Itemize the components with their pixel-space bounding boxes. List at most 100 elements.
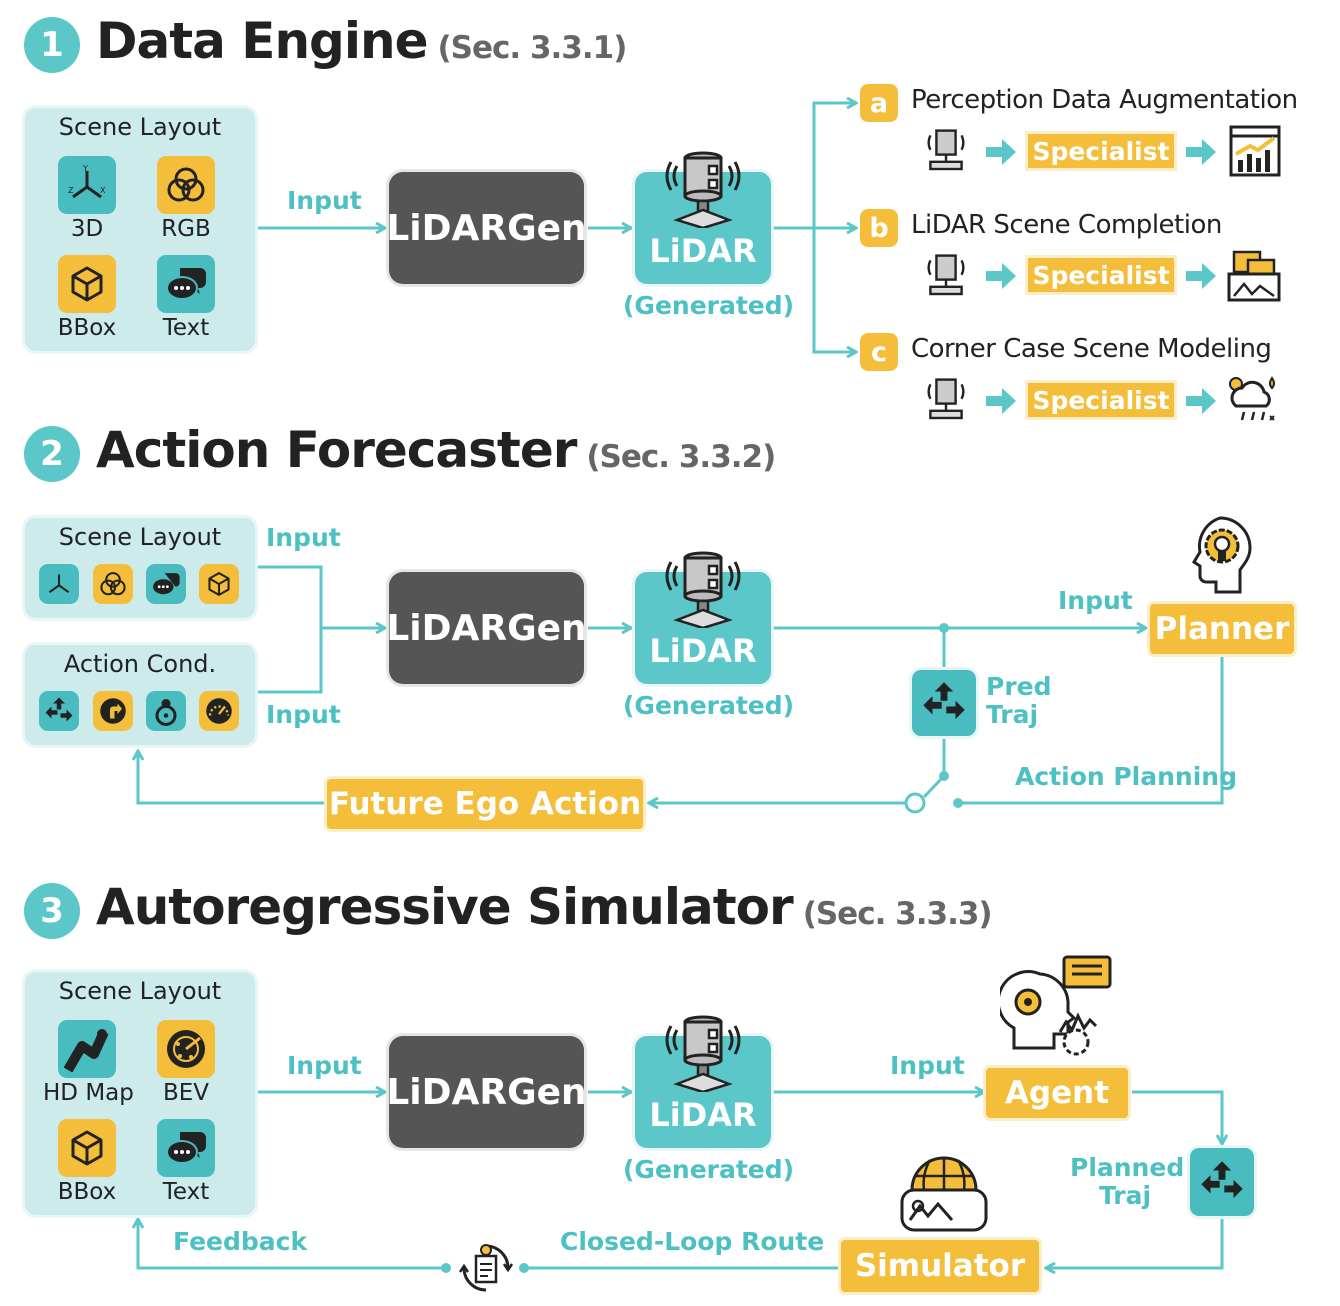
small-lidar-icon (927, 378, 965, 420)
bev-radar-icon (157, 1020, 215, 1078)
planned-traj-label: Planned Traj (1070, 1153, 1185, 1210)
chat-bubble-icon (157, 255, 215, 313)
action-planning-label: Action Planning (1015, 762, 1237, 791)
bbox-cube-icon (58, 1119, 116, 1177)
input-label-planner: Input (1058, 586, 1133, 615)
badge-c: c (860, 333, 898, 371)
tile-label-rgb: RGB (161, 216, 211, 242)
tile-label-bbox: BBox (57, 1179, 117, 1205)
lidar-label-2: LiDAR (649, 632, 757, 670)
input-label-agent: Input (890, 1051, 965, 1080)
arrow-right-icon (986, 263, 1016, 289)
section-1-title: Data Engine(Sec. 3.3.1) (96, 12, 627, 70)
lidar-label-1: LiDAR (649, 232, 757, 270)
action-cond-title: Action Cond. (63, 650, 217, 678)
idea-head-icon (1191, 516, 1252, 594)
closed-loop-route-label: Closed-Loop Route (560, 1227, 825, 1256)
app-title-corner-case: Corner Case Scene Modeling (911, 334, 1272, 364)
arrow-right-icon (1186, 139, 1216, 165)
rgb-circles-icon (157, 156, 215, 214)
input-label-top: Input (266, 523, 341, 552)
input-label-3: Input (287, 1051, 362, 1080)
section-3-title: Autoregressive Simulator(Sec. 3.3.3) (96, 878, 993, 936)
agent-robot-head-icon (1000, 955, 1112, 1056)
tile-label-3d: 3D (70, 216, 104, 242)
small-lidar-icon (927, 129, 965, 171)
weather-storm-icon (1229, 376, 1275, 421)
section-2-number: 2 (24, 426, 80, 482)
tile-label-bev: BEV (162, 1080, 210, 1106)
input-label-1: Input (287, 186, 362, 215)
arrow-right-icon (1186, 388, 1216, 414)
generated-label-1: (Generated) (623, 291, 795, 320)
planner-box: Planner (1150, 604, 1294, 654)
section-3-title-text: Autoregressive Simulator (96, 878, 794, 936)
badge-b: b (860, 209, 898, 247)
tile-label-text: Text (162, 315, 210, 341)
small-lidar-icon (927, 254, 965, 296)
3d-axes-icon: Y Z X (58, 156, 116, 214)
steering-driver-icon (146, 691, 186, 731)
section-1-number: 1 (24, 17, 80, 73)
lidargen-box-1: LiDARGen (386, 172, 587, 284)
chat-bubble-icon (157, 1119, 215, 1177)
future-ego-action-box: Future Ego Action (327, 779, 643, 829)
lidar-label-3: LiDAR (649, 1096, 757, 1134)
3d-axes-icon (39, 564, 79, 604)
tile-label-hd-map: HD Map (43, 1080, 134, 1106)
specialist-box-b: Specialist (1028, 258, 1174, 292)
simulator-box: Simulator (841, 1240, 1039, 1292)
svg-text:Y: Y (82, 164, 88, 173)
scene-layout-title: Scene Layout (58, 113, 222, 141)
rgb-circles-icon (93, 564, 133, 604)
directions-icon (39, 691, 79, 731)
arrow-right-icon (986, 139, 1016, 165)
turn-sign-icon (93, 691, 133, 731)
generated-label-3: (Generated) (623, 1155, 795, 1184)
specialist-box-c: Specialist (1028, 383, 1174, 417)
section-2-ref: (Sec. 3.3.2) (586, 439, 776, 475)
chat-bubble-icon (146, 564, 186, 604)
app-title-perception: Perception Data Augmentation (911, 85, 1298, 115)
specialist-box-a: Specialist (1028, 134, 1174, 168)
section-3-number: 3 (24, 883, 80, 939)
image-gallery-icon (1227, 250, 1281, 302)
route-cycle-icon (458, 1244, 514, 1292)
svg-text:Z: Z (68, 186, 74, 195)
lidargen-box-2: LiDARGen (386, 572, 587, 684)
badge-a: a (860, 84, 898, 122)
scene-layout-title: Scene Layout (58, 977, 222, 1005)
lidar-sensor-icon (665, 551, 741, 628)
planned-traj-directions-icon (1190, 1148, 1254, 1216)
pred-traj-directions-icon (912, 670, 976, 736)
section-1-ref: (Sec. 3.3.1) (437, 30, 627, 66)
scene-layout-panel-1: Scene Layout Y Z X 3D RGB BBox Text (22, 105, 258, 354)
app-title-completion: LiDAR Scene Completion (911, 210, 1222, 240)
bbox-cube-icon (199, 564, 239, 604)
svg-text:X: X (100, 186, 106, 195)
feedback-label: Feedback (173, 1227, 308, 1256)
chart-growth-icon (1229, 125, 1281, 177)
generated-label-2: (Generated) (623, 691, 795, 720)
section-2-title: Action Forecaster(Sec. 3.3.2) (96, 421, 776, 479)
arrow-right-icon (1186, 263, 1216, 289)
scene-layout-panel-2: Scene Layout (22, 515, 258, 621)
hd-map-road-icon (58, 1020, 116, 1078)
lidar-sensor-icon (665, 151, 741, 228)
action-cond-panel: Action Cond. (22, 642, 258, 748)
tile-label-text: Text (162, 1179, 210, 1205)
input-label-bottom: Input (266, 700, 341, 729)
section-2-title-text: Action Forecaster (96, 421, 577, 479)
section-1-title-text: Data Engine (96, 12, 428, 70)
simulator-globe-icon (900, 1156, 988, 1232)
bbox-cube-icon (58, 255, 116, 313)
section-3-ref: (Sec. 3.3.3) (802, 896, 993, 932)
lidargen-box-3: LiDARGen (386, 1036, 587, 1148)
scene-layout-title: Scene Layout (58, 523, 222, 551)
lidar-sensor-icon (665, 1015, 741, 1092)
agent-box: Agent (986, 1068, 1128, 1118)
pred-traj-label: Pred Traj (986, 672, 1052, 729)
tile-label-bbox: BBox (57, 315, 117, 341)
scene-layout-panel-3: Scene Layout HD Map BEV BBox Text (22, 969, 258, 1218)
